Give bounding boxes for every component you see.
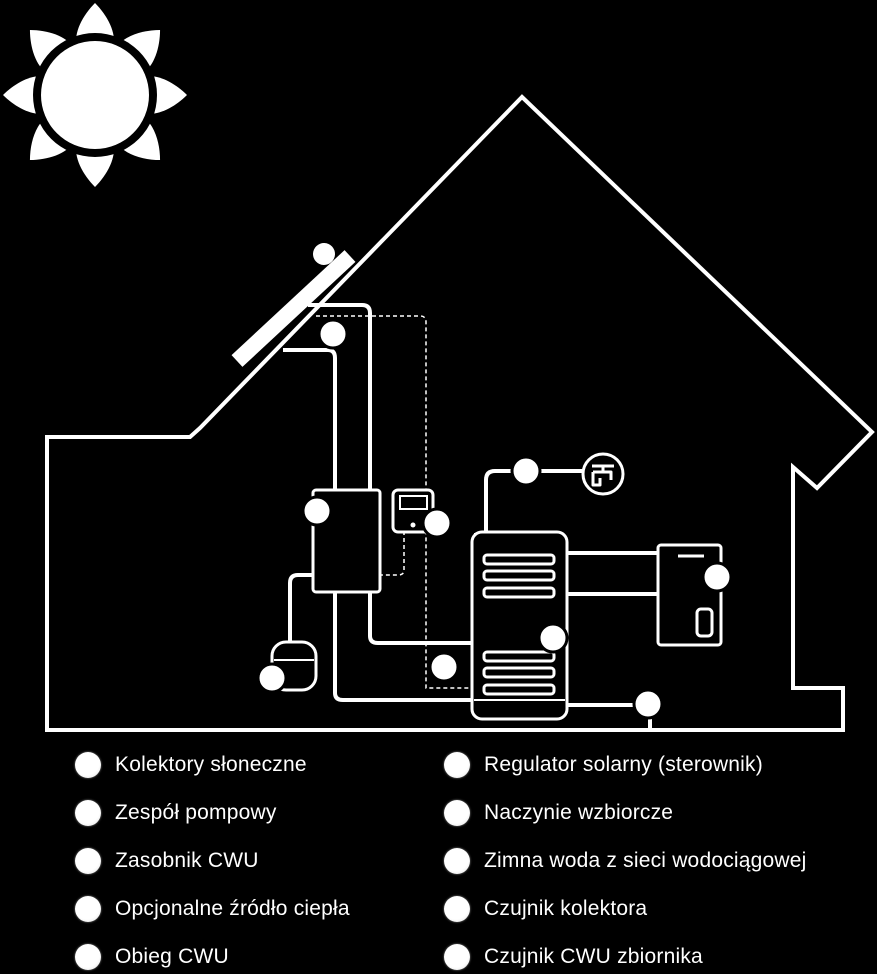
marker-controller xyxy=(421,507,453,539)
optional-heat-source xyxy=(656,543,723,647)
legend-item: Czujnik CWU zbiornika xyxy=(444,942,703,972)
legend-label: Obieg CWU xyxy=(115,945,229,968)
legend-item: Obieg CWU xyxy=(75,942,229,972)
legend-label: Czujnik CWU zbiornika xyxy=(484,945,703,968)
legend-item: Zespół pompowy xyxy=(75,798,277,828)
marker-tank-sensor xyxy=(428,651,460,683)
marker-heat-source xyxy=(701,561,733,593)
marker-cold-water xyxy=(632,688,664,720)
legend-item: Zasobnik CWU xyxy=(75,846,259,876)
faucet-icon xyxy=(581,452,625,496)
legend-item: Regulator solarny (sterownik) xyxy=(444,750,763,780)
legend-label: Regulator solarny (sterownik) xyxy=(484,753,763,776)
legend-label: Czujnik kolektora xyxy=(484,897,648,920)
legend-label: Kolektory słoneczne xyxy=(115,753,307,776)
legend-label: Zespół pompowy xyxy=(115,801,277,824)
legend-dot xyxy=(444,848,470,874)
solar-collector xyxy=(231,243,356,367)
marker-expansion-vessel xyxy=(256,662,288,694)
legend-label: Opcjonalne źródło ciepła xyxy=(115,897,350,920)
legend-dot xyxy=(444,752,470,778)
legend-label: Naczynie wzbiorcze xyxy=(484,801,674,824)
legend-label: Zimna woda z sieci wodociągowej xyxy=(484,849,807,872)
legend-dot xyxy=(75,800,101,826)
legend-label: Zasobnik CWU xyxy=(115,849,259,872)
legend-dot xyxy=(444,896,470,922)
house-outline xyxy=(45,94,875,732)
legend-item: Opcjonalne źródło ciepła xyxy=(75,894,350,924)
marker-dhw-circuit xyxy=(510,455,542,487)
solar-system-diagram xyxy=(3,3,875,732)
sensor-wire xyxy=(316,315,470,689)
legend-dot xyxy=(75,944,101,970)
marker-collector-sensor xyxy=(317,318,349,350)
legend-item: Czujnik kolektora xyxy=(444,894,647,924)
hot-water-tank xyxy=(470,530,569,721)
legend-dot xyxy=(75,848,101,874)
legend-dot xyxy=(75,752,101,778)
legend-dot xyxy=(444,944,470,970)
legend-item: Naczynie wzbiorcze xyxy=(444,798,673,828)
marker-pump xyxy=(301,495,333,527)
legend-item: Zimna woda z sieci wodociągowej xyxy=(444,846,807,876)
diagram-markers xyxy=(256,318,733,720)
legend-dot xyxy=(444,800,470,826)
sun-icon xyxy=(3,3,187,187)
legend: Kolektory słoneczne Zespół pompowy Zasob… xyxy=(0,740,877,974)
legend-dot xyxy=(75,896,101,922)
legend-item: Kolektory słoneczne xyxy=(75,750,307,780)
marker-tank xyxy=(537,622,569,654)
